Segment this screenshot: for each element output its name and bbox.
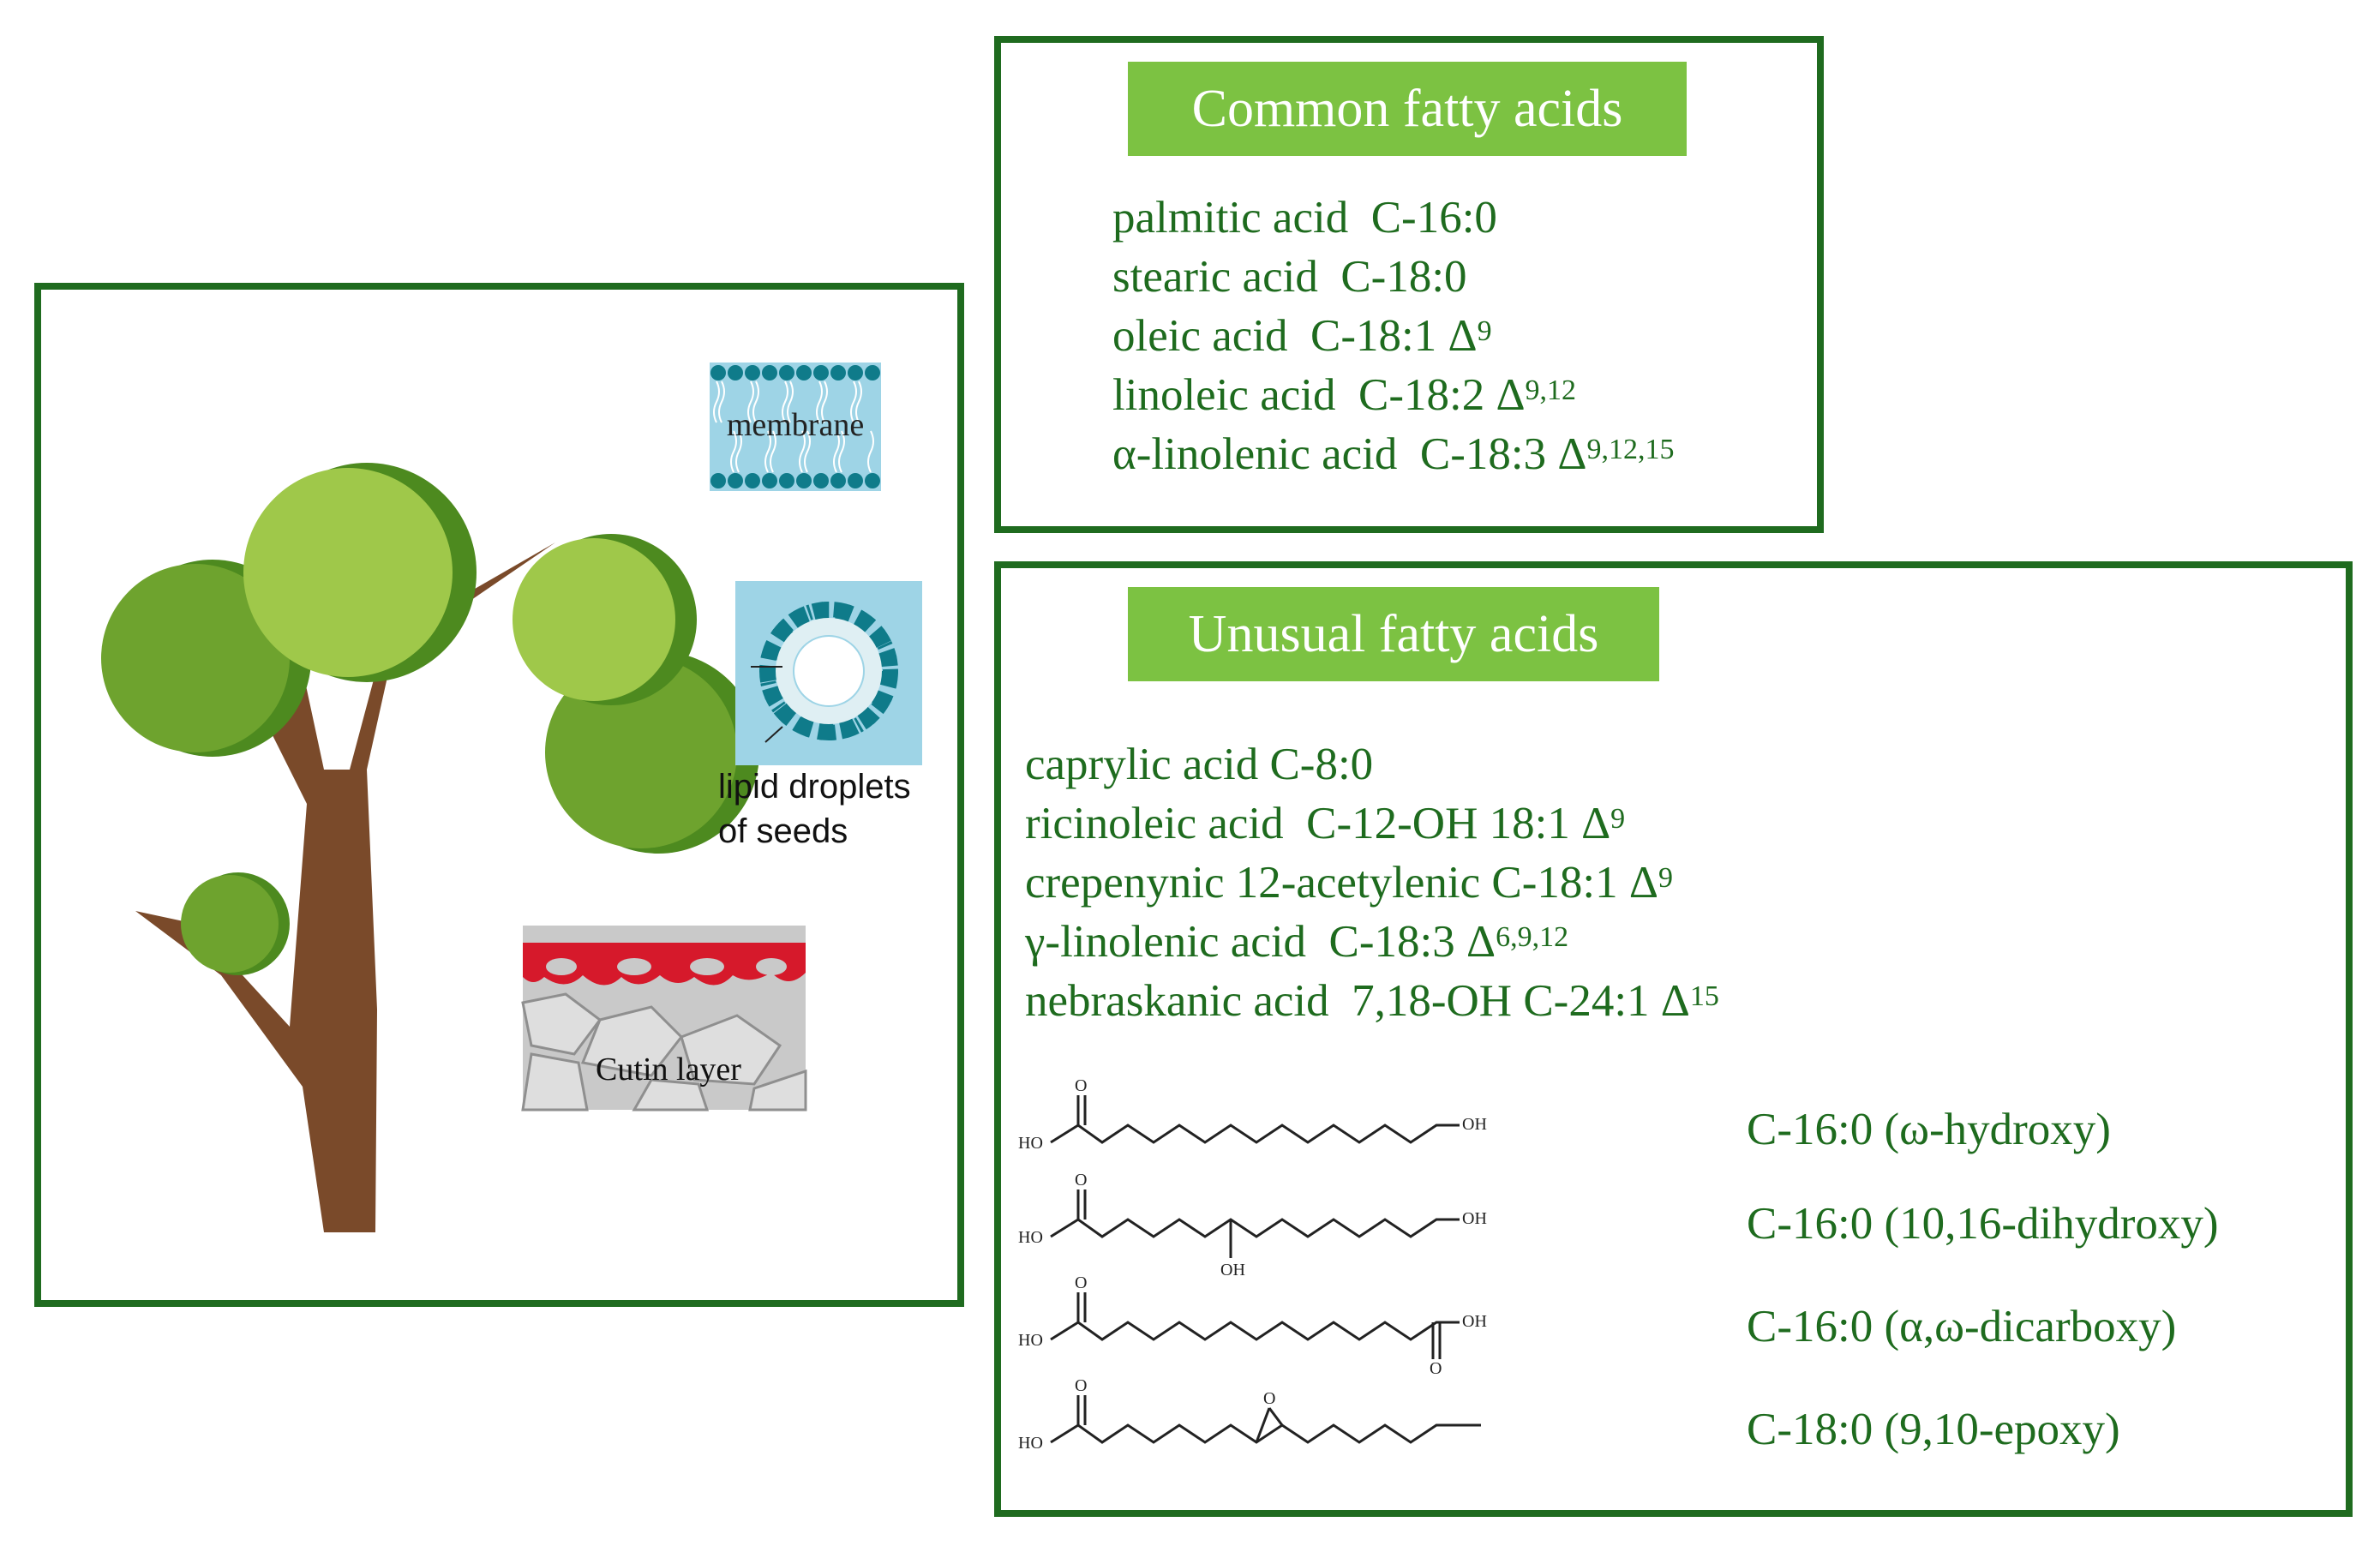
- svg-text:OH: OH: [1462, 1209, 1487, 1228]
- cutin-layer-image: Cutin layer: [521, 926, 807, 1112]
- unusual-fatty-acids-title: Unusual fatty acids: [1128, 587, 1659, 681]
- acid-name: α-linolenic acid: [1112, 429, 1398, 479]
- svg-text:HO: HO: [1018, 1134, 1043, 1153]
- membrane-label: membrane: [727, 407, 864, 443]
- acid-name: γ-linolenic acid: [1025, 917, 1307, 967]
- structure-omega-hydroxy: [1050, 1095, 1460, 1144]
- common-fatty-acid-list: palmitic acid C-16:0 stearic acid C-18:0…: [1112, 189, 1674, 484]
- acid-formula: C-18:3 Δ: [1419, 429, 1587, 479]
- acid-formula: C-16:0: [1370, 193, 1497, 243]
- list-item: nebraskanic acid 7,18-OH C-24:1 Δ15: [1025, 972, 1719, 1031]
- list-item: crepenynic 12-acetylenic C-18:1 Δ9: [1025, 854, 1719, 913]
- svg-text:OH: OH: [1462, 1312, 1487, 1331]
- acid-formula: C-18:1 Δ: [1310, 311, 1478, 361]
- acid-formula: C-12-OH 18:1 Δ: [1306, 799, 1611, 848]
- membrane-tails: [713, 381, 874, 473]
- acid-delta: 9: [1610, 803, 1626, 835]
- acid-name: crepenynic 12-acetylenic: [1025, 858, 1481, 908]
- membrane-top-heads: [710, 365, 880, 381]
- tree-trunk: [135, 542, 555, 1232]
- acid-name: ricinoleic acid: [1025, 799, 1284, 848]
- svg-text:O: O: [1075, 1273, 1087, 1292]
- acid-name: oleic acid: [1112, 311, 1288, 361]
- lipid-label-line1: lipid droplets: [718, 768, 911, 806]
- svg-text:O: O: [1430, 1359, 1442, 1378]
- tree-leaves: [101, 463, 759, 975]
- structure-dicarboxy: [1050, 1292, 1460, 1359]
- lipid-label-line2: of seeds: [718, 812, 848, 850]
- acid-formula: C-18:2 Δ: [1358, 370, 1526, 420]
- list-item: α-linolenic acid C-18:3 Δ9,12,15: [1112, 425, 1674, 484]
- list-item: oleic acid C-18:1 Δ9: [1112, 307, 1674, 366]
- acid-name: stearic acid: [1112, 252, 1318, 302]
- lipid-droplet-diagram: [735, 581, 922, 765]
- acid-formula: C-8:0: [1269, 740, 1374, 789]
- acid-formula: 7,18-OH C-24:1 Δ: [1352, 976, 1690, 1026]
- membrane-diagram: membrane: [710, 363, 881, 491]
- svg-text:O: O: [1075, 1171, 1087, 1189]
- list-item: γ-linolenic acid C-18:3 Δ6,9,12: [1025, 913, 1719, 972]
- structure-label-epoxy: C-18:0 (9,10-epoxy): [1747, 1405, 2120, 1454]
- acid-formula: C-18:3 Δ: [1328, 917, 1496, 967]
- list-item: palmitic acid C-16:0: [1112, 189, 1674, 248]
- acid-delta: 6,9,12: [1496, 921, 1569, 953]
- acid-delta: 9: [1658, 862, 1673, 894]
- acid-formula: C-18:1 Δ: [1491, 858, 1658, 908]
- list-item: ricinoleic acid C-12-OH 18:1 Δ9: [1025, 794, 1719, 854]
- structure-epoxy: [1050, 1395, 1481, 1444]
- acid-delta: 9,12,15: [1586, 434, 1675, 465]
- unusual-fatty-acid-list: caprylic acid C-8:0 ricinoleic acid C-12…: [1025, 735, 1719, 1031]
- acid-formula: C-18:0: [1340, 252, 1467, 302]
- structure-label-dihydroxy: C-16:0 (10,16-dihydroxy): [1747, 1199, 2219, 1249]
- svg-text:HO: HO: [1018, 1228, 1043, 1247]
- acid-delta: 9: [1477, 315, 1492, 347]
- acid-name: palmitic acid: [1112, 193, 1349, 243]
- unusual-fatty-acids-panel: Unusual fatty acids caprylic acid C-8:0 …: [994, 561, 2353, 1517]
- acid-name: nebraskanic acid: [1025, 976, 1329, 1026]
- tree-panel: membrane lipid droplets of seeds: [34, 283, 964, 1307]
- svg-text:O: O: [1075, 1376, 1087, 1395]
- list-item: stearic acid C-18:0: [1112, 248, 1674, 307]
- svg-text:O: O: [1075, 1076, 1087, 1095]
- structure-label-dicarboxy: C-16:0 (α,ω-dicarboxy): [1747, 1302, 2177, 1351]
- structure-label-omega-hydroxy: C-16:0 (ω-hydroxy): [1747, 1105, 2111, 1154]
- structure-drawings: HO O OH HO O OH OH HO O OH O HO O O: [1018, 1076, 1487, 1453]
- list-item: linoleic acid C-18:2 Δ9,12: [1112, 366, 1674, 425]
- svg-text:OH: OH: [1220, 1261, 1245, 1279]
- svg-text:O: O: [1263, 1389, 1275, 1408]
- acid-delta: 9,12: [1525, 375, 1577, 406]
- common-fatty-acids-title: Common fatty acids: [1128, 62, 1687, 156]
- list-item: caprylic acid C-8:0: [1025, 735, 1719, 794]
- membrane-bottom-heads: [710, 473, 880, 488]
- acid-name: caprylic acid: [1025, 740, 1259, 789]
- svg-text:OH: OH: [1462, 1115, 1487, 1134]
- structure-atom-labels: HO O OH HO O OH OH HO O OH O HO O O: [1018, 1076, 1487, 1453]
- structure-dihydroxy: [1050, 1189, 1460, 1258]
- acid-delta: 15: [1689, 980, 1719, 1012]
- tree-illustration: membrane lipid droplets of seeds: [101, 363, 922, 1232]
- svg-text:HO: HO: [1018, 1331, 1043, 1350]
- cutin-label: Cutin layer: [596, 1052, 741, 1088]
- common-fatty-acids-panel: Common fatty acids palmitic acid C-16:0 …: [994, 36, 1824, 533]
- acid-name: linoleic acid: [1112, 370, 1336, 420]
- svg-text:HO: HO: [1018, 1434, 1043, 1453]
